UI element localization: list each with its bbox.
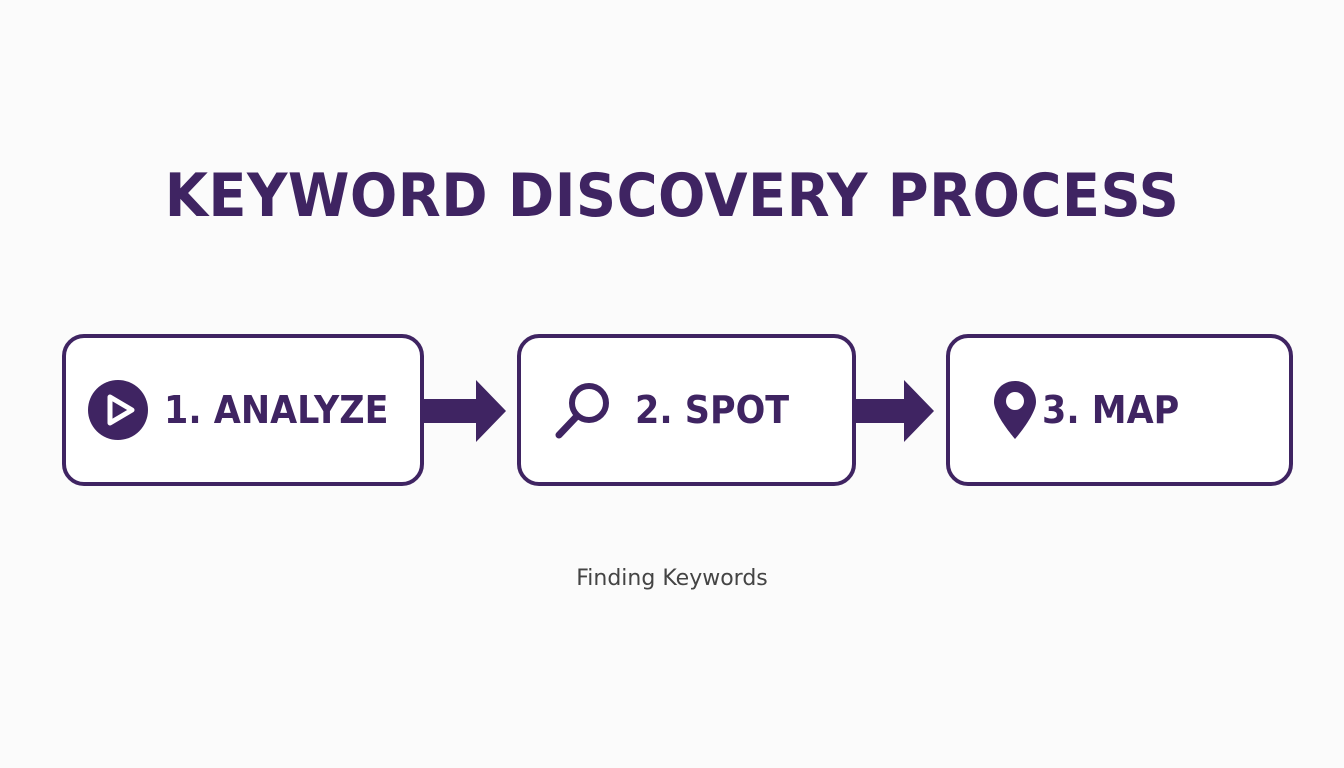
arrow-right-icon — [424, 380, 508, 447]
step-label: 2. SPOT — [635, 388, 790, 432]
step-map-box: 3. MAP — [946, 334, 1293, 486]
magnifier-icon — [553, 379, 613, 441]
step-label: 3. MAP — [1042, 388, 1180, 432]
step-label: 1. ANALYZE — [164, 388, 389, 432]
step-analyze-box: 1. ANALYZE — [62, 334, 424, 486]
arrow-right-icon — [856, 380, 940, 447]
play-circle-icon — [88, 380, 148, 440]
step-spot-box: 2. SPOT — [517, 334, 856, 486]
diagram-title: KEYWORD DISCOVERY PROCESS — [164, 161, 1180, 231]
map-pin-icon — [992, 379, 1038, 441]
caption: Finding Keywords — [576, 566, 768, 591]
